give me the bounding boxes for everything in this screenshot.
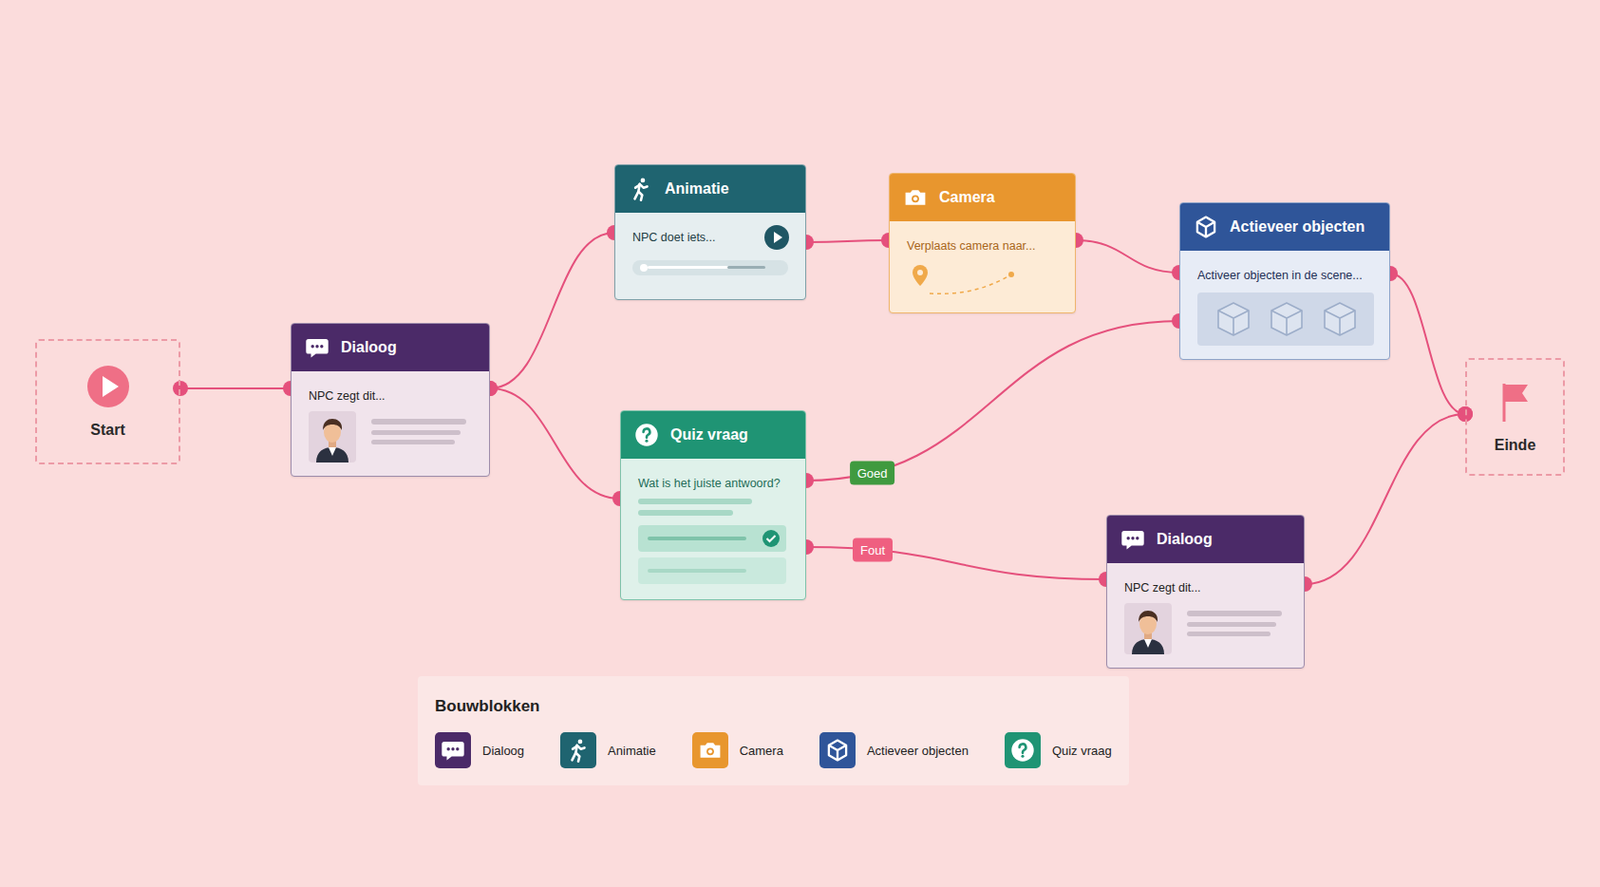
legend-item: Camera [692,732,784,769]
block-title: Actieveer objecten [1229,218,1365,236]
legend-panel: BouwblokkenDialoog Animatie Camera Actievee… [417,676,1130,786]
legend-swatch [819,732,856,769]
block-title: Animatie [664,180,730,198]
connector [489,232,615,389]
end-node: Einde [1465,357,1565,476]
connector [489,388,621,499]
legend-item: Dialoog [434,732,525,769]
block-title: Quiz vraag [670,426,749,444]
answer-options [638,498,792,588]
legend-swatch [560,732,597,769]
quiz-block: Quiz vraagWat is het juiste antwoord? [620,410,807,601]
icon [1010,737,1036,763]
legend-item: Quiz vraag [1004,732,1112,769]
legend-text: Dialoog [482,743,525,758]
icon [1193,214,1219,240]
legend-swatch [692,732,729,769]
legend-item: Animatie [560,732,657,769]
edge-label: Goed [849,460,896,485]
icon [440,737,466,763]
icon [825,737,850,763]
legend-text: Quiz vraag [1052,743,1112,758]
npc-illustration [308,411,471,465]
camera-block: CameraVerplaats camera naar... [888,172,1076,314]
block-text: NPC doet iets... [632,230,716,245]
connector [806,546,1107,580]
object-tray [1197,292,1375,348]
connector [1304,414,1466,584]
animation-block: AnimatieNPC doet iets... [614,164,807,301]
block-text: NPC zegt dit... [308,389,386,403]
icon [565,737,591,763]
legend-item: Actieveer objecten [819,732,969,769]
block-text: Activeer objecten in de scene... [1197,268,1363,283]
connector [180,387,291,390]
port-dot [172,380,189,396]
icon [1120,527,1146,552]
dialog-block: DialoogNPC zegt dit... [1106,514,1305,669]
start-symbol [86,364,131,409]
block-text: NPC zegt dit... [1124,581,1202,595]
block-title: Dialoog [1156,530,1213,548]
legend-text: Actieveer objecten [866,743,969,758]
connector [806,240,889,243]
legend-swatch [1004,732,1041,769]
block-title: Camera [939,188,996,207]
node-title: Einde [1494,436,1537,454]
legend-text: Animatie [607,743,657,758]
connector [806,320,1180,481]
npc-illustration [1124,602,1286,657]
legend-swatch [434,732,471,769]
icon [634,422,659,448]
activate-objects-block: Actieveer objectenActiveer objecten in d… [1179,202,1391,360]
node-title: Start [90,421,125,439]
block-text: Wat is het juiste antwoord? [638,476,781,490]
icon [697,737,723,763]
timeline-slider [632,258,791,280]
block-text: Verplaats camera naar... [906,239,1036,253]
connector [1390,273,1466,415]
icon [903,185,928,210]
start-node: Start [35,338,181,465]
connector [1075,240,1180,273]
legend-text: Camera [739,743,784,758]
block-title: Dialoog [340,338,397,357]
camera-path [906,261,1021,302]
icon [304,335,330,360]
dialog-block: DialoogNPC zegt dit... [290,322,490,477]
legend-heading: Bouwblokken [434,696,541,716]
icon [628,176,654,202]
flag-symbol [1496,379,1535,424]
play-button [763,224,791,251]
edge-label: Fout [852,537,893,562]
